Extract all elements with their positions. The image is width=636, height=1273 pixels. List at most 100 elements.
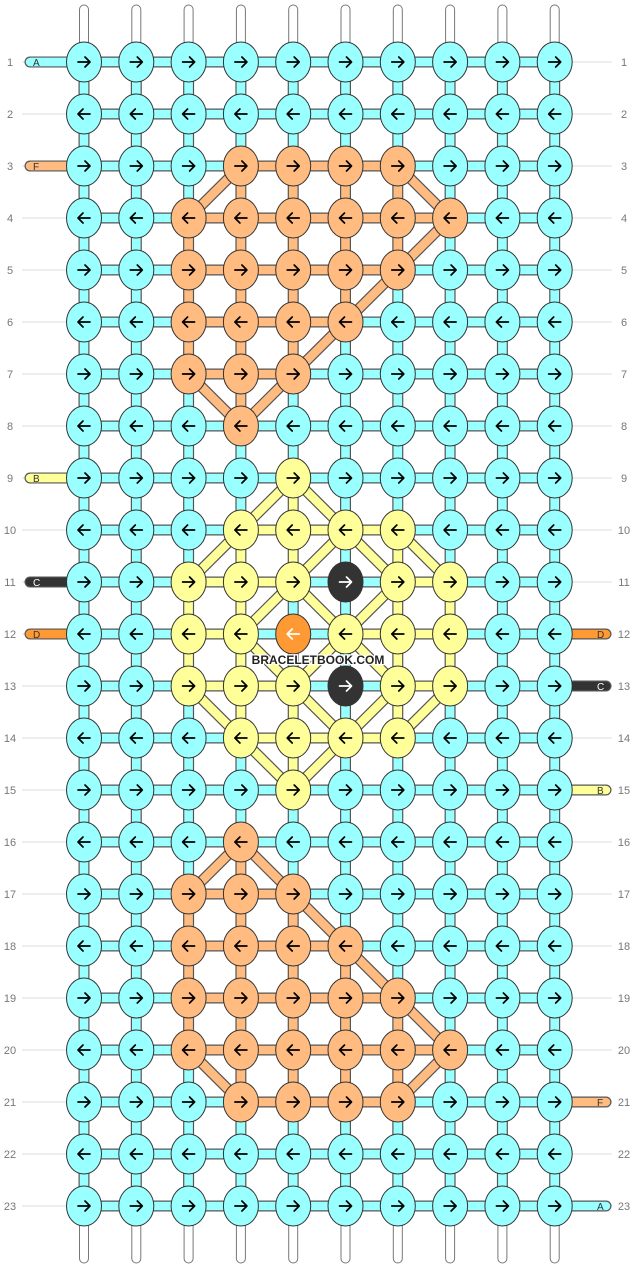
arrow-right-icon <box>77 160 91 172</box>
arrow-right-icon <box>286 784 301 796</box>
arrow-right-icon <box>234 472 248 484</box>
knot <box>484 509 521 551</box>
arrow-right-icon <box>495 888 510 900</box>
arrow-left-icon <box>390 316 405 328</box>
left-thread-label: A <box>33 58 40 69</box>
row-number-right: 5 <box>621 265 627 277</box>
knot <box>432 93 469 135</box>
knot <box>327 353 364 395</box>
row-number-right: 14 <box>618 733 630 745</box>
arrow-left-icon <box>547 524 562 536</box>
arrow-right-icon <box>443 472 457 484</box>
arrow-right-icon <box>338 368 353 380</box>
arrow-right-icon <box>495 1200 510 1212</box>
arrow-left-icon <box>547 940 562 952</box>
knot <box>536 1029 573 1071</box>
arrow-left-icon <box>181 732 196 744</box>
arrow-right-icon <box>286 1096 301 1108</box>
knot <box>432 665 469 707</box>
knot <box>118 1185 155 1227</box>
arrow-right-icon <box>495 368 510 380</box>
knot <box>379 509 416 551</box>
knot <box>275 769 312 811</box>
knot <box>118 977 155 1019</box>
knot <box>275 405 312 447</box>
knot <box>222 405 259 447</box>
row-number-left: 7 <box>7 369 13 381</box>
knot <box>118 821 155 863</box>
arrow-right-icon <box>338 784 353 796</box>
arrow-left-icon <box>443 940 457 952</box>
knot <box>118 925 155 967</box>
arrow-right-icon <box>129 56 144 68</box>
arrow-right-icon <box>129 888 144 900</box>
knot <box>379 1029 416 1071</box>
knot <box>170 353 207 395</box>
knot <box>66 1081 102 1123</box>
knot <box>275 145 312 187</box>
arrow-left-icon <box>77 420 91 432</box>
arrow-left-icon <box>547 212 562 224</box>
knot <box>275 1081 312 1123</box>
knot <box>379 769 416 811</box>
arrow-left-icon <box>443 1148 457 1160</box>
arrow-right-icon <box>77 576 91 588</box>
arrow-right-icon <box>181 56 196 68</box>
arrow-left-icon <box>234 524 248 536</box>
row-number-right: 4 <box>621 213 627 225</box>
arrow-left-icon <box>181 420 196 432</box>
knot <box>536 925 573 967</box>
knot <box>432 1133 469 1175</box>
arrow-right-icon <box>390 1200 405 1212</box>
arrow-left-icon <box>77 316 91 328</box>
knot <box>275 41 312 83</box>
row-number-left: 23 <box>4 1201 16 1213</box>
knot <box>484 613 521 655</box>
knot <box>275 613 312 655</box>
arrow-left-icon <box>234 316 248 328</box>
knot <box>222 977 259 1019</box>
arrow-right-icon <box>390 784 405 796</box>
arrow-right-icon <box>286 56 301 68</box>
arrow-left-icon <box>338 316 353 328</box>
row-number-left: 15 <box>4 785 16 797</box>
arrow-right-icon <box>547 56 562 68</box>
arrow-right-icon <box>234 56 248 68</box>
arrow-right-icon <box>443 1200 457 1212</box>
knot <box>222 717 259 759</box>
row-number-left: 19 <box>4 993 16 1005</box>
arrow-left-icon <box>234 1148 248 1160</box>
arrow-right-icon <box>286 888 301 900</box>
knot <box>432 197 469 239</box>
knot <box>536 41 573 83</box>
knot <box>275 1133 312 1175</box>
arrow-right-icon <box>234 264 248 276</box>
knot <box>379 405 416 447</box>
arrow-right-icon <box>286 992 301 1004</box>
knot <box>484 197 521 239</box>
arrow-left-icon <box>338 420 353 432</box>
knot <box>66 717 102 759</box>
knot <box>484 93 521 135</box>
arrow-left-icon <box>77 628 91 640</box>
knot <box>170 1185 207 1227</box>
row-number-left: 21 <box>4 1097 16 1109</box>
arrow-right-icon <box>495 784 510 796</box>
knot <box>118 197 155 239</box>
arrow-right-icon <box>495 680 510 692</box>
arrow-right-icon <box>234 576 248 588</box>
arrow-right-icon <box>443 576 457 588</box>
knot <box>170 977 207 1019</box>
arrow-left-icon <box>338 1044 353 1056</box>
knot <box>327 873 364 915</box>
knot <box>275 249 312 291</box>
row-number-right: 11 <box>618 577 629 589</box>
arrow-right-icon <box>443 784 457 796</box>
knot <box>222 353 259 395</box>
left-thread-label: B <box>33 474 40 485</box>
row-number-right: 19 <box>618 993 630 1005</box>
arrow-left-icon <box>234 420 248 432</box>
arrow-left-icon <box>77 108 91 120</box>
knot <box>275 977 312 1019</box>
knot <box>379 1185 416 1227</box>
